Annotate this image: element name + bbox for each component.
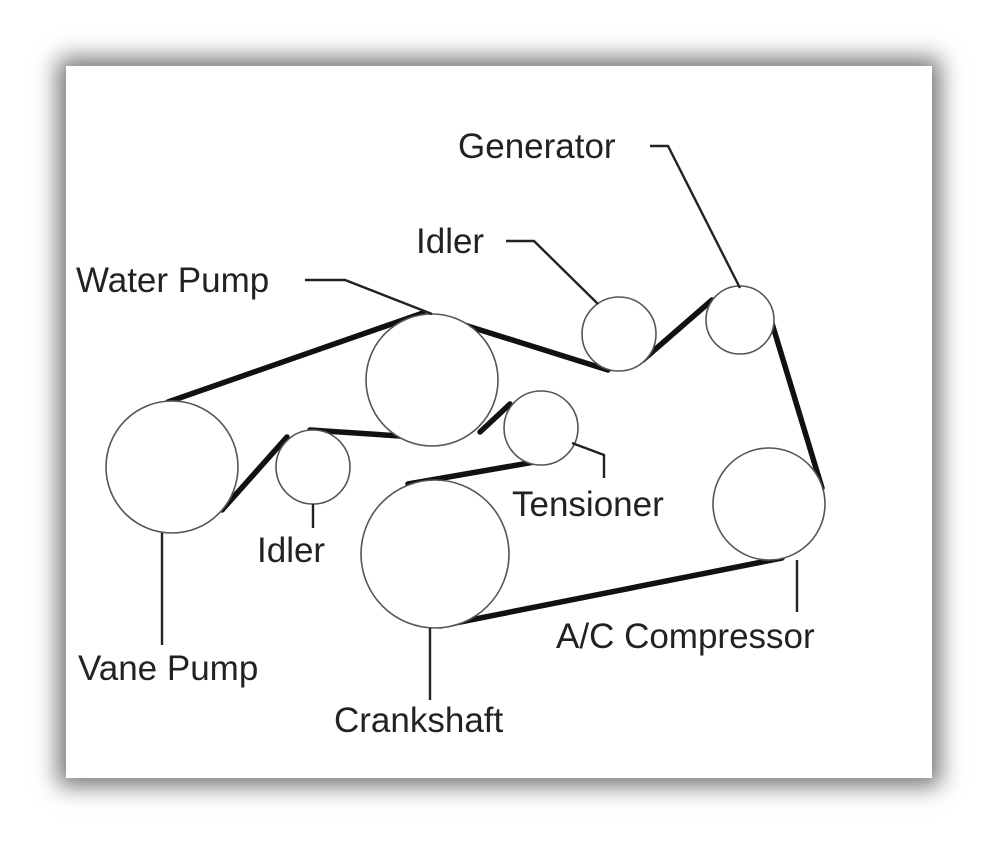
pulley-ac-compressor (712, 447, 826, 561)
pulley-idler-top (581, 296, 657, 372)
belt-segment-water-idler-left (307, 427, 403, 439)
leader-tensioner (571, 441, 606, 478)
leader-lines (160, 144, 799, 700)
pulley-generator (705, 285, 775, 355)
pulley-tensioner (503, 390, 579, 466)
label-water-pump: Water Pump (76, 261, 269, 300)
belt-segment-tensioner-water (477, 401, 513, 435)
label-vane-pump: Vane Pump (78, 649, 258, 688)
pulley-vane-pump (105, 400, 239, 534)
pulley-idler-left (275, 429, 351, 505)
pulleys (105, 285, 826, 629)
belt-segment-idler-left-vane (219, 434, 290, 513)
belt-segment-vane-water (165, 310, 426, 405)
label-generator: Generator (458, 127, 616, 166)
belt-segment-ac-crank (437, 555, 785, 629)
belt-segment-generator-ac (768, 317, 825, 491)
pulley-crankshaft (360, 479, 510, 629)
leader-water-pump (305, 278, 433, 316)
belt-segment-idler-generator (640, 297, 715, 363)
label-idler-top: Idler (416, 222, 484, 261)
label-ac-compressor: A/C Compressor (556, 617, 815, 656)
label-crankshaft: Crankshaft (334, 701, 504, 740)
pulley-water-pump (365, 313, 499, 447)
label-tensioner: Tensioner (512, 485, 664, 524)
leader-generator (650, 144, 742, 289)
leader-idler-top (506, 239, 599, 305)
labels: Generator Idler Water Pump Tensioner Idl… (76, 127, 815, 740)
label-idler-left: Idler (257, 531, 325, 570)
